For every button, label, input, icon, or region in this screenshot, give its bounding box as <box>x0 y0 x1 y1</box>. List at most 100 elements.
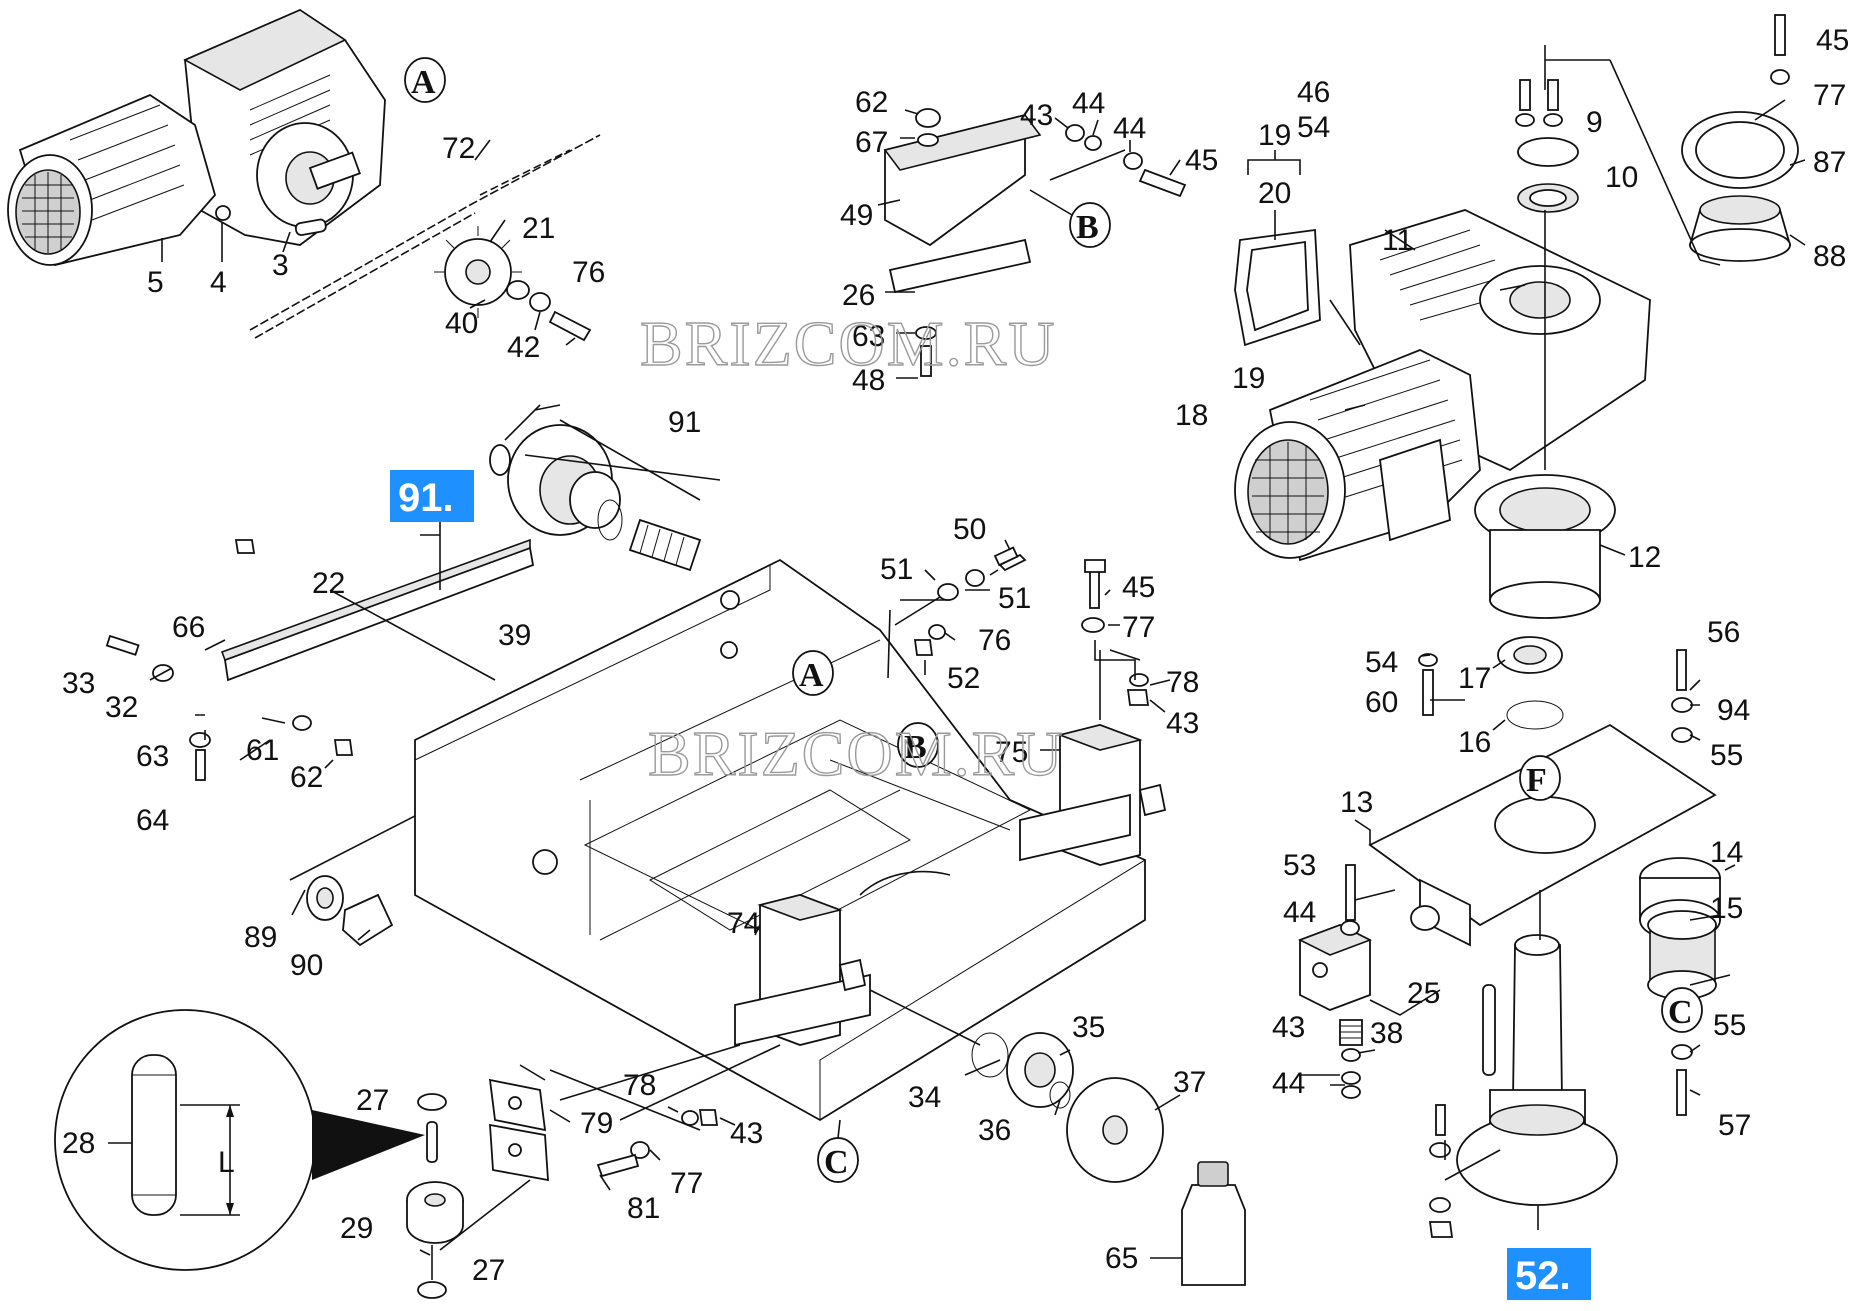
part-number-29: 29 <box>340 1212 373 1245</box>
tag-91-label: 91. <box>398 476 454 520</box>
part-number-55-top: 55 <box>1710 739 1743 772</box>
part-number-56: 56 <box>1707 616 1740 649</box>
bracket-assembly: B <box>877 108 1187 379</box>
detail-magnifier: L <box>54 1009 425 1271</box>
part-number-43-center: 43 <box>1166 707 1199 740</box>
callout-letter-B-top: B <box>1076 209 1099 246</box>
callout-letter-C-right: C <box>1668 994 1693 1031</box>
part-number-61: 61 <box>246 734 279 767</box>
part-number-5: 5 <box>147 266 164 299</box>
wheel-parts <box>964 1032 1181 1183</box>
part-number-77-bottom: 77 <box>670 1167 703 1200</box>
part-number-33: 33 <box>62 667 95 700</box>
part-number-51-left: 51 <box>880 553 913 586</box>
part-number-15: 15 <box>1710 892 1743 925</box>
part-number-39: 39 <box>498 619 531 652</box>
part-number-53: 53 <box>1283 849 1316 882</box>
part-number-38: 38 <box>1370 1017 1403 1050</box>
part-number-62: 62 <box>290 761 323 794</box>
part-number-74: 74 <box>727 907 760 940</box>
part-number-3: 3 <box>272 249 289 282</box>
part-number-32: 32 <box>105 691 138 724</box>
part-number-67: 67 <box>855 126 888 159</box>
part-number-37: 37 <box>1173 1066 1206 1099</box>
part-number-4: 4 <box>210 266 227 299</box>
fastener-group-center <box>894 539 1171 713</box>
part-number-19-top: 19 <box>1258 119 1291 152</box>
part-number-43-bottom: 43 <box>730 1117 763 1150</box>
part-number-12: 12 <box>1628 541 1661 574</box>
callout-letter-C-frame: C <box>824 1144 849 1181</box>
part-number-76-center: 76 <box>978 624 1011 657</box>
part-number-45-center: 45 <box>1122 571 1155 604</box>
dimension-label-L: L <box>218 1146 235 1179</box>
part-number-57: 57 <box>1718 1109 1751 1142</box>
gear-motor-assembly: A <box>7 8 601 346</box>
callout-letter-A-top: A <box>411 64 436 101</box>
part-number-63-top: 63 <box>852 320 885 353</box>
part-number-11: 11 <box>1382 224 1413 257</box>
worm-gear-motor-assembly <box>1234 14 1806 731</box>
part-number-42: 42 <box>507 331 540 364</box>
part-number-51-right: 51 <box>998 582 1031 615</box>
watermark-top: BRIZCOM.RU <box>640 308 1057 379</box>
part-number-90: 90 <box>290 949 323 982</box>
part-number-18: 18 <box>1175 399 1208 432</box>
part-number-60: 60 <box>1365 686 1398 719</box>
part-number-48: 48 <box>852 364 885 397</box>
part-number-91: 91 <box>668 406 701 439</box>
part-number-52: 52 <box>947 662 980 695</box>
part-number-44-right-bottom: 44 <box>1272 1067 1305 1100</box>
part-number-45-top-right: 45 <box>1816 24 1849 57</box>
part-number-55: 55 <box>1713 1009 1746 1042</box>
part-number-54-top: 54 <box>1297 111 1330 144</box>
shaft-and-rail-assembly <box>105 404 721 947</box>
part-number-35: 35 <box>1072 1011 1105 1044</box>
part-number-78-bottom: 78 <box>623 1069 656 1102</box>
part-number-78-center: 78 <box>1166 666 1199 699</box>
part-number-34: 34 <box>908 1081 941 1114</box>
part-number-20: 20 <box>1258 177 1291 210</box>
part-number-9: 9 <box>1586 106 1603 139</box>
part-number-62-top: 62 <box>855 86 888 119</box>
part-number-89: 89 <box>244 921 277 954</box>
part-number-81: 81 <box>627 1192 660 1225</box>
part-number-36: 36 <box>978 1114 1011 1147</box>
tag-91[interactable]: 91. <box>390 470 474 522</box>
part-number-14: 14 <box>1710 836 1743 869</box>
part-number-27-top: 27 <box>356 1084 389 1117</box>
oil-bottle <box>1150 1161 1246 1286</box>
part-number-19: 19 <box>1232 362 1265 395</box>
part-number-54: 54 <box>1365 646 1398 679</box>
pin-and-roller <box>406 1093 464 1299</box>
part-number-44-top: 44 <box>1072 87 1105 120</box>
callout-letter-B-frame: B <box>904 729 927 766</box>
part-number-22: 22 <box>312 567 345 600</box>
part-number-44-right: 44 <box>1283 896 1316 929</box>
part-number-44-top-right: 44 <box>1113 112 1146 145</box>
part-number-10: 10 <box>1605 161 1638 194</box>
part-number-43-top: 43 <box>1020 99 1053 132</box>
part-number-16: 16 <box>1458 726 1491 759</box>
part-number-66: 66 <box>172 611 205 644</box>
part-number-63: 63 <box>136 740 169 773</box>
part-number-75: 75 <box>995 736 1028 769</box>
part-number-76: 76 <box>572 256 605 289</box>
part-number-64: 64 <box>136 804 169 837</box>
part-number-65: 65 <box>1105 1242 1138 1275</box>
part-number-21: 21 <box>522 212 555 245</box>
part-number-28: 28 <box>62 1127 95 1160</box>
part-number-27-bottom: 27 <box>472 1254 505 1287</box>
tag-52-label: 52. <box>1515 1254 1571 1298</box>
part-number-46: 46 <box>1297 76 1330 109</box>
part-number-26: 26 <box>842 279 875 312</box>
bracket-79-group <box>419 1064 736 1256</box>
part-number-72: 72 <box>442 132 475 165</box>
part-number-13: 13 <box>1340 786 1373 819</box>
part-number-88: 88 <box>1813 240 1846 273</box>
watermark-middle: BRIZCOM.RU <box>648 718 1065 789</box>
tag-52[interactable]: 52. <box>1507 1248 1591 1300</box>
part-number-49: 49 <box>840 199 873 232</box>
part-number-45-top: 45 <box>1185 144 1218 177</box>
